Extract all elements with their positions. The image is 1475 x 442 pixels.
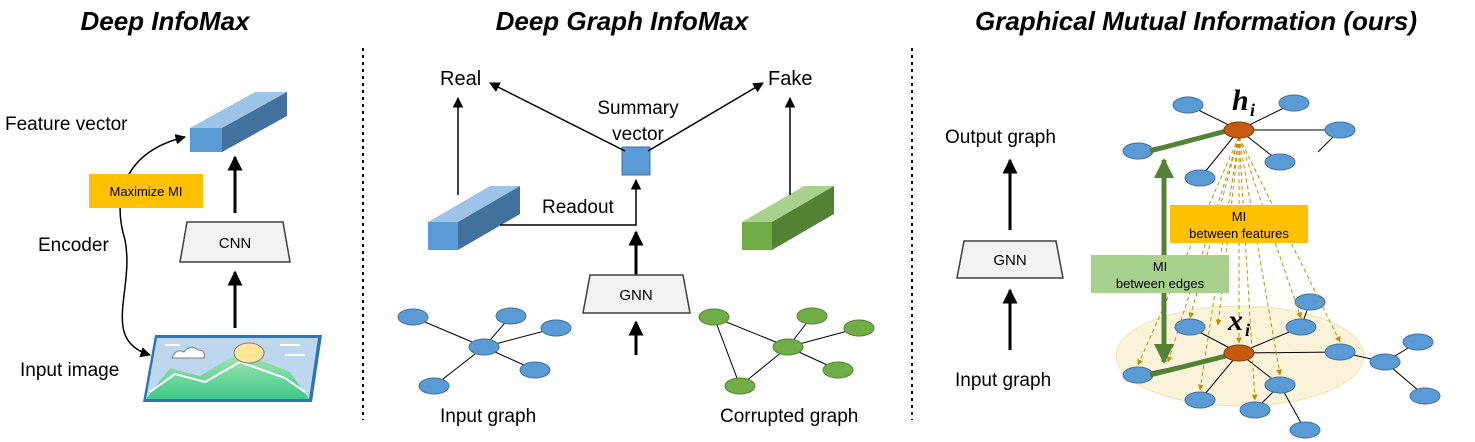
panel-deep-infomax: Feature vector Encoder Input image CNN M… xyxy=(5,92,322,402)
maximize-mi-label: Maximize MI xyxy=(110,184,183,199)
h-i-symbol: h i xyxy=(1232,84,1255,120)
summary-vector-square xyxy=(621,146,651,176)
h-sub: i xyxy=(1250,100,1255,120)
title-deep-graph-infomax: Deep Graph InfoMax xyxy=(496,6,750,36)
h-i-node xyxy=(1223,121,1255,139)
mi-features-box xyxy=(1170,205,1308,243)
h-symbol: h xyxy=(1232,84,1249,117)
output-graph-label: Output graph xyxy=(945,127,1056,148)
dgi-input-graph xyxy=(397,307,572,395)
maximize-mi-box xyxy=(89,174,203,208)
panel-deep-graph-infomax: Real Fake Summary vector Readout GNN xyxy=(397,68,875,427)
feature-vector-label: Feature vector xyxy=(5,114,128,135)
real-label: Real xyxy=(440,68,481,90)
real-feature-bar xyxy=(428,186,520,250)
arrow-summary-to-real xyxy=(489,82,626,152)
panel-gmi: Output graph Input graph GNN xyxy=(945,84,1441,439)
gmi-gnn-label: GNN xyxy=(993,252,1026,269)
title-deep-infomax: Deep InfoMax xyxy=(80,6,251,36)
fake-label: Fake xyxy=(768,68,812,90)
feature-vector-bar xyxy=(190,92,287,152)
dgi-gnn-block xyxy=(582,274,691,314)
mi-edges-line1: MI xyxy=(1153,259,1167,274)
summary-label-line1: Summary xyxy=(597,98,679,119)
mi-edges-box xyxy=(1091,255,1229,293)
summary-label-line2: vector xyxy=(612,124,664,145)
arrow-summary-to-fake xyxy=(647,82,764,152)
output-highlight-edge xyxy=(1149,127,1231,154)
corrupted-graph-label: Corrupted graph xyxy=(720,406,858,427)
gmi-output-graph xyxy=(1122,94,1356,187)
curved-mi-arrow xyxy=(119,134,187,358)
mi-features-line2: between features xyxy=(1189,226,1289,241)
gmi-input-graph xyxy=(1122,293,1441,439)
title-gmi: Graphical Mutual Information (ours) xyxy=(975,6,1417,36)
gmi-gnn-block xyxy=(956,240,1064,279)
readout-label: Readout xyxy=(542,197,615,218)
dgi-input-graph-label: Input graph xyxy=(440,406,536,427)
x-sub: i xyxy=(1245,320,1250,340)
mi-edges-line2: between edges xyxy=(1116,276,1205,291)
dgi-gnn-label: GNN xyxy=(619,287,652,304)
x-symbol: x xyxy=(1227,304,1243,337)
input-image-label: Input image xyxy=(20,360,119,381)
encoder-label: Encoder xyxy=(38,235,109,256)
x-i-node xyxy=(1223,344,1255,362)
x-i-symbol: x i xyxy=(1227,304,1250,340)
dgi-corrupted-graph xyxy=(698,307,875,395)
gmi-input-graph-label: Input graph xyxy=(955,370,1051,391)
cnn-label: CNN xyxy=(219,235,252,252)
fake-feature-bar xyxy=(742,186,834,250)
mi-features-line1: MI xyxy=(1232,209,1246,224)
readout-arrow xyxy=(500,178,642,226)
input-image-picture xyxy=(143,335,322,402)
input-highlight-edge xyxy=(1149,352,1231,378)
